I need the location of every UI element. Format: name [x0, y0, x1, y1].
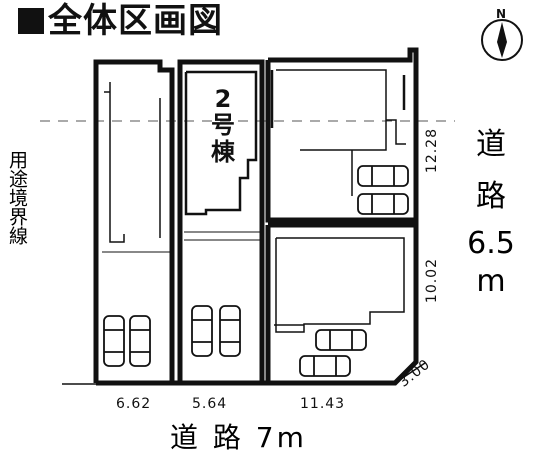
lot-outlines: [93, 47, 419, 386]
building-footprints: [102, 69, 406, 333]
compass-icon: N: [481, 7, 523, 61]
building-2-label: 2 号 棟: [211, 85, 235, 166]
lot-3-upper-outline: [265, 47, 419, 223]
lot-1-building: [109, 82, 125, 243]
lot-1-outline: [93, 59, 175, 383]
lot-2-building: [184, 70, 258, 216]
road-bottom-label: 道 路 7m: [170, 421, 307, 454]
lot-3-width: 11.43: [300, 396, 346, 412]
page-title: 全体区画図: [18, 4, 223, 38]
lot-3-upper-building: [276, 69, 387, 151]
right-upper-depth: 12.28: [424, 128, 440, 174]
compass-label: N: [496, 7, 506, 21]
lot-1-width: 6.62: [116, 396, 152, 412]
road-right-label: 道 路 6.5 m: [467, 127, 515, 299]
lot-2-width: 5.64: [192, 396, 228, 412]
lot-2-outline: [177, 59, 265, 383]
car-icon: [103, 165, 409, 377]
right-lower-depth: 10.02: [424, 258, 440, 304]
lot-3-lower-outline: [265, 222, 419, 386]
title-square-icon: [18, 8, 44, 34]
title-text: 全体区画図: [48, 1, 223, 41]
zoning-boundary-label: 用途境界線: [5, 150, 28, 245]
lot-3-lower-building: [275, 237, 405, 333]
